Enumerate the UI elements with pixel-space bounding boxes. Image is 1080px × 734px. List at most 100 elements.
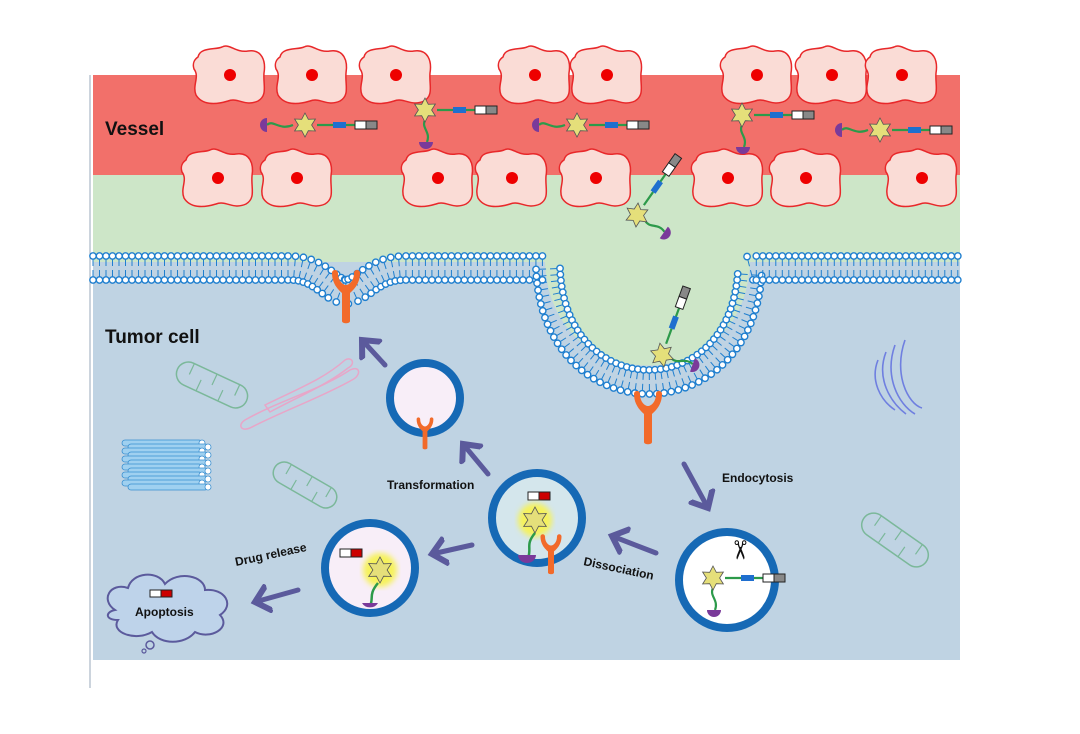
organelles <box>121 339 930 568</box>
endothelial-cell <box>180 148 254 208</box>
lipid-head <box>765 252 774 260</box>
lipid-head <box>921 252 930 260</box>
process-arrow <box>612 536 659 556</box>
lipid-head <box>219 252 227 260</box>
lipid-head <box>538 276 547 284</box>
lipid-head <box>538 252 547 260</box>
lipid-head <box>141 252 149 260</box>
drug-conjugate <box>701 565 786 617</box>
lipid-head <box>371 258 380 267</box>
lipid-head <box>953 252 962 260</box>
lysosome-drug-release <box>321 519 419 617</box>
lipid-head <box>428 252 436 260</box>
lipid-head <box>408 252 417 260</box>
lipid-head <box>499 252 508 260</box>
lipid-head <box>718 361 727 369</box>
lipid-head <box>743 326 752 334</box>
lipid-head <box>532 252 540 260</box>
lipid-head <box>421 252 430 260</box>
drug-conjugate <box>413 97 498 149</box>
drug-star-icon <box>701 565 725 591</box>
endothelial-cell <box>768 148 842 208</box>
lipid-head <box>823 276 832 284</box>
receptor <box>416 417 434 450</box>
lipid-head <box>160 276 169 284</box>
lipid-head <box>321 262 330 271</box>
lipid-head <box>284 252 292 260</box>
lipid-head <box>908 252 917 260</box>
lipid-head <box>354 297 362 306</box>
endothelial-cell <box>864 45 938 105</box>
lipid-head <box>927 252 936 260</box>
lipid-head <box>895 252 904 260</box>
lipid-head <box>264 276 273 284</box>
lipid-head <box>402 252 410 260</box>
lipid-head <box>89 252 97 260</box>
lipid-head <box>271 276 279 284</box>
lipid-head <box>108 252 117 260</box>
drug-star-icon <box>367 556 393 584</box>
lipid-head <box>849 276 858 284</box>
drug-conjugate <box>835 117 953 143</box>
lipid-head <box>817 252 826 260</box>
lipid-head <box>264 252 273 260</box>
lipid-head <box>493 252 501 260</box>
endosome: ✂ <box>675 528 786 632</box>
lipid-head <box>480 252 488 260</box>
lipid-head <box>784 252 793 260</box>
lipid-head <box>810 276 819 284</box>
lipid-head <box>541 313 549 322</box>
lipid-head <box>810 252 819 260</box>
lipid-head <box>186 252 195 260</box>
lipid-head <box>313 285 322 294</box>
lipid-head <box>199 252 208 260</box>
lipid-head <box>549 333 558 342</box>
lipid-head <box>947 252 956 260</box>
endothelial-cell <box>719 45 793 105</box>
lipid-head <box>251 252 260 260</box>
lipid-head <box>467 276 475 284</box>
lipid-head <box>596 378 605 387</box>
mitochondrion <box>272 461 338 509</box>
lipid-head <box>128 252 136 260</box>
endoplasmic-reticulum <box>240 358 360 430</box>
vesicles: ✂ <box>321 359 786 632</box>
scissors-icon: ✂ <box>724 539 754 561</box>
svg-text:✂: ✂ <box>724 539 754 561</box>
endothelial-cell <box>497 45 571 105</box>
process-arrow <box>463 444 491 477</box>
lipid-head <box>688 381 697 389</box>
lipid-head <box>869 276 878 284</box>
lipid-head <box>532 272 541 281</box>
lysosome-dissociation <box>488 469 586 575</box>
lipid-head <box>843 276 852 284</box>
lipid-head <box>784 276 793 284</box>
lipid-head <box>251 276 260 284</box>
lipid-head <box>567 356 575 365</box>
lipid-head <box>225 276 234 284</box>
golgi-apparatus <box>874 339 923 415</box>
lipid-head <box>914 252 923 260</box>
lipid-head <box>115 252 123 260</box>
lipid-head <box>277 252 286 260</box>
endothelial-cell <box>569 45 643 105</box>
lipid-head <box>908 276 917 284</box>
drug-star-icon <box>565 112 589 138</box>
lipid-head <box>128 276 136 284</box>
lipid-head <box>701 374 709 383</box>
lipid-head <box>519 252 527 260</box>
lipid-head <box>95 252 104 260</box>
lipid-head <box>238 276 247 284</box>
receptor <box>332 270 360 324</box>
lipid-head <box>358 265 367 274</box>
lipid-head <box>533 279 541 288</box>
lipid-head <box>927 276 936 284</box>
lipid-head <box>797 252 806 260</box>
lipid-head <box>206 252 214 260</box>
interstitium-region <box>93 175 960 366</box>
drug-conjugate <box>730 102 815 154</box>
lipid-head <box>572 361 581 370</box>
drug-star-icon <box>649 342 675 368</box>
lipid-head <box>856 276 865 284</box>
drug-star-icon <box>868 117 892 143</box>
